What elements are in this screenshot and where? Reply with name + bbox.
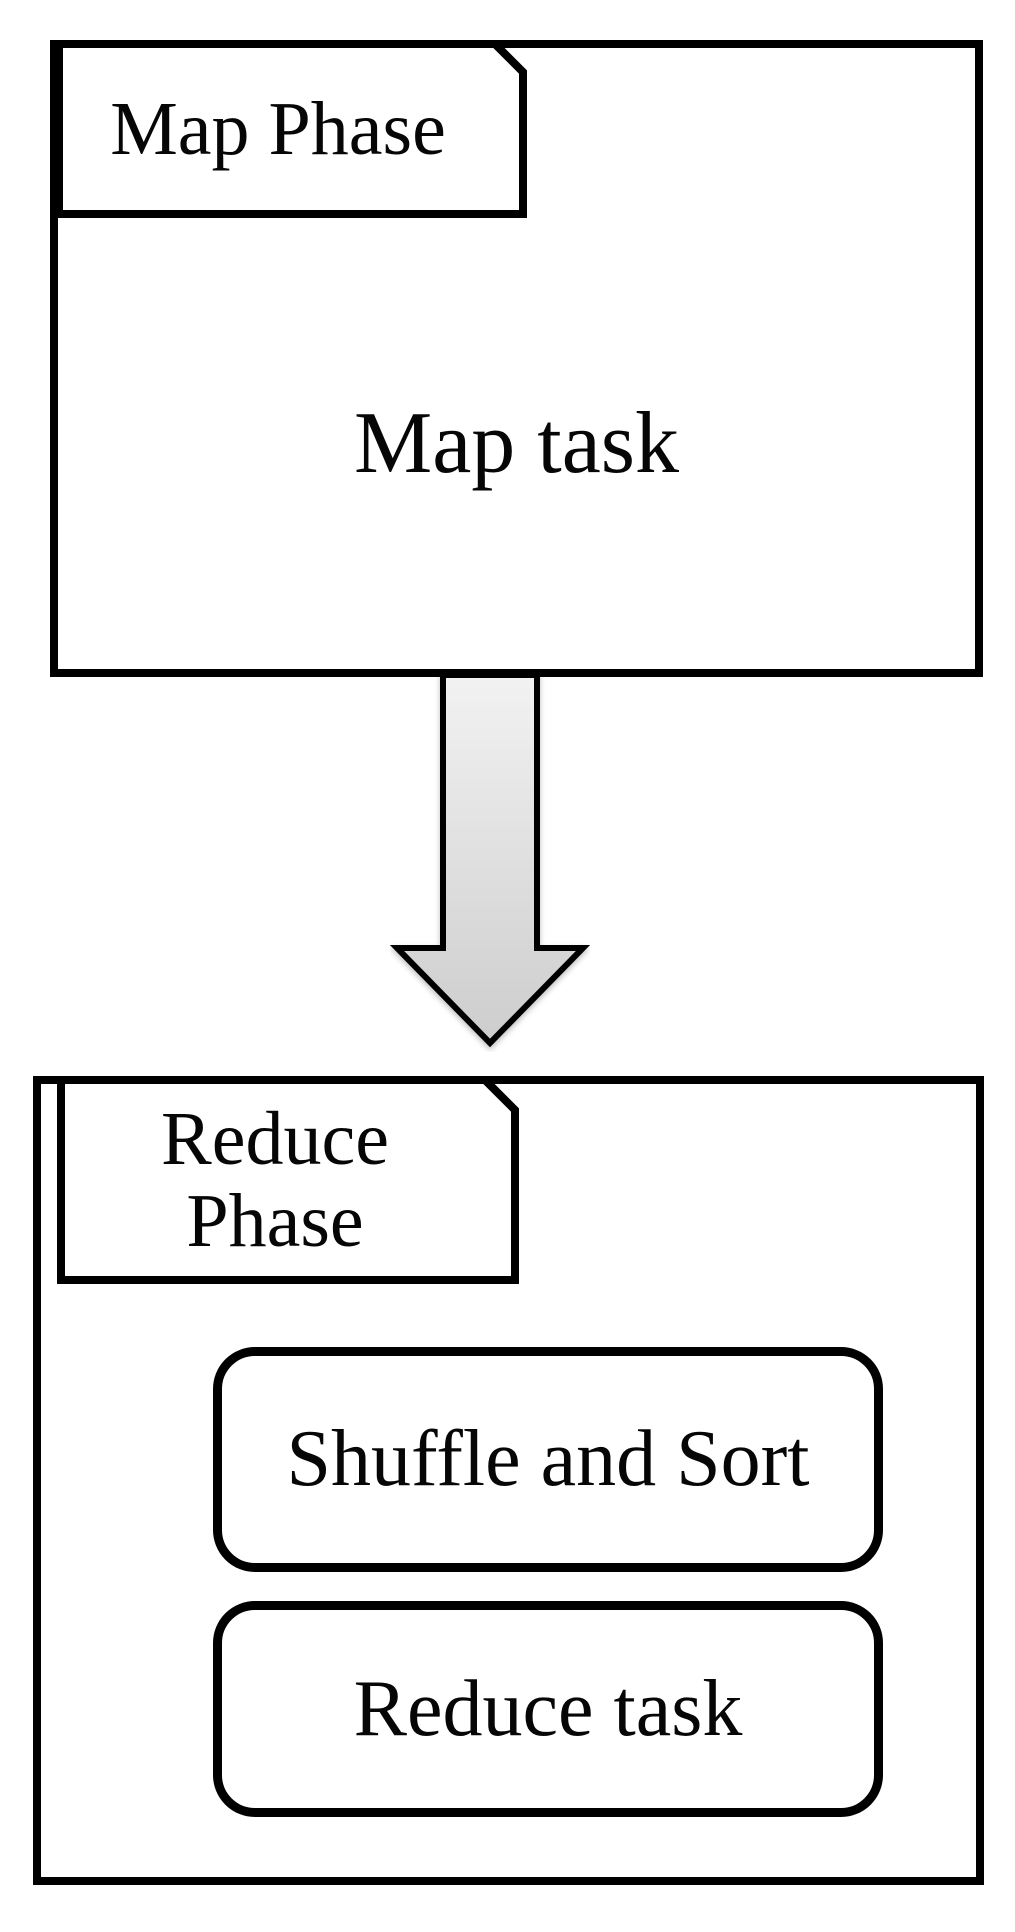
down-arrow-icon bbox=[389, 672, 591, 1052]
shuffle-sort-box: Shuffle and Sort bbox=[213, 1347, 883, 1572]
map-task-label: Map task bbox=[353, 395, 680, 492]
folder-tab-shape bbox=[55, 40, 527, 218]
reduce-task-label: Reduce task bbox=[353, 1664, 743, 1753]
folder-tab-shape bbox=[57, 1076, 519, 1284]
reduce-phase-tab: Reduce Phase bbox=[57, 1076, 519, 1284]
reduce-phase-tab-label: Reduce Phase bbox=[161, 1096, 389, 1263]
reduce-task-box: Reduce task bbox=[213, 1601, 883, 1817]
shuffle-sort-label: Shuffle and Sort bbox=[286, 1415, 810, 1503]
map-phase-box: Map Phase Map task bbox=[50, 40, 983, 677]
reduce-phase-box: Reduce Phase Shuffle and Sort Reduce tas… bbox=[33, 1076, 984, 1885]
map-phase-tab-label: Map Phase bbox=[110, 86, 446, 171]
map-phase-tab: Map Phase bbox=[55, 40, 527, 218]
